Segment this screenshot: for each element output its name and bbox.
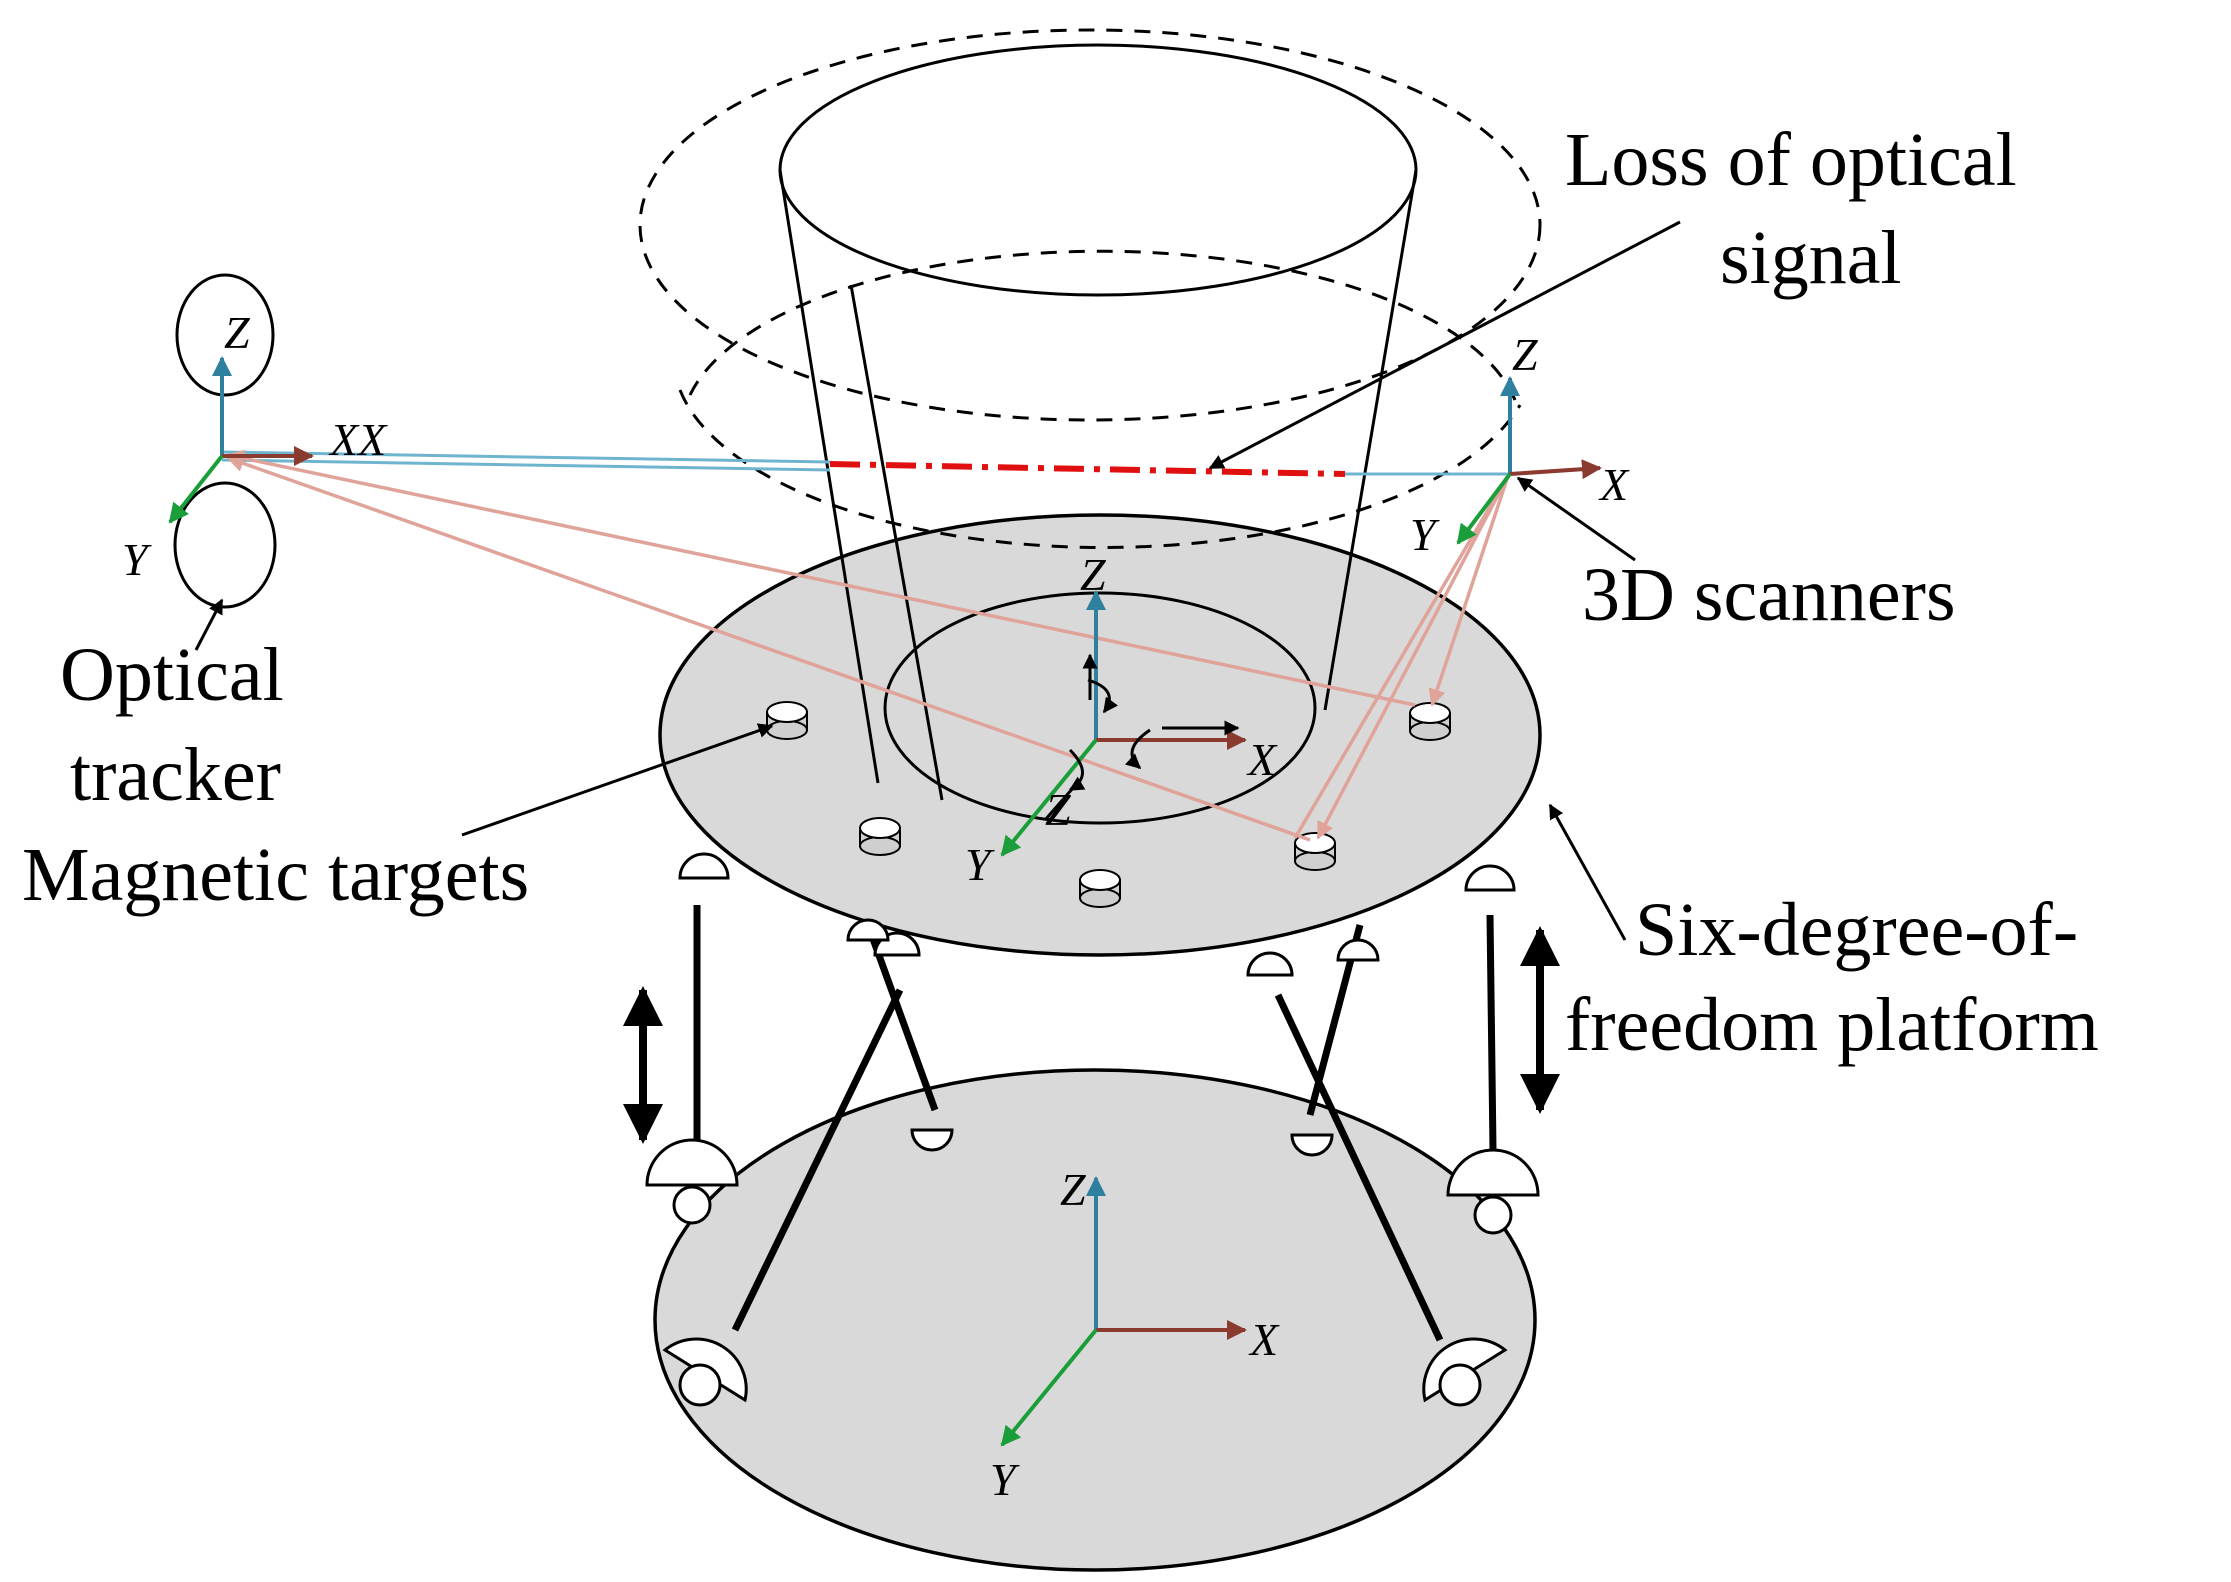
loss-signal-label-line2: signal <box>1720 216 1902 300</box>
scanner-frame <box>1456 376 1602 545</box>
scanners-label: 3D scanners <box>1582 553 1956 637</box>
target-2 <box>859 817 901 856</box>
signal-loss-line <box>829 461 1346 477</box>
targets-leader <box>461 723 774 837</box>
tracker-leader <box>194 598 224 651</box>
optical-tracker-body <box>173 273 277 609</box>
tracker-label-line1: Optical <box>60 633 284 717</box>
upper-x-label: X <box>1246 734 1278 785</box>
base-z-label: Z <box>1060 1164 1086 1215</box>
scanner-y-label: Y <box>1410 509 1440 560</box>
target-4 <box>1294 832 1336 871</box>
rotation-marks <box>1043 653 1240 821</box>
loss-signal-leader <box>1208 220 1681 470</box>
platform-label-line2: freedom platform <box>1565 983 2099 1067</box>
upper-z-label: Z <box>1080 549 1106 600</box>
tracker-frame <box>168 356 314 524</box>
tracker-y-label: Y <box>122 534 152 585</box>
upper-y-label: Y <box>965 839 995 890</box>
magnetic-targets <box>766 701 1451 908</box>
platform-label-line1: Six-degree-of- <box>1635 888 2078 972</box>
joints <box>645 852 1540 1407</box>
scanner-leader <box>1516 476 1636 562</box>
target-5 <box>1409 702 1451 741</box>
tracker-z-label: Z <box>224 307 250 358</box>
loss-signal-label-line1: Loss of optical <box>1565 118 2017 202</box>
platform-leader <box>1548 803 1627 941</box>
target-1 <box>766 701 808 740</box>
upper-z2-label: Z <box>1045 784 1071 835</box>
sight-line-cyan-2 <box>221 458 831 472</box>
scan-envelope <box>638 28 1542 549</box>
base-frame <box>1000 1176 1247 1447</box>
scanner-z-label: Z <box>1512 329 1538 380</box>
base-y-label: Y <box>990 1454 1020 1505</box>
tracker-label-line2: tracker <box>70 733 281 817</box>
scanner-x-label: X <box>1598 459 1630 510</box>
target-3 <box>1079 869 1121 908</box>
sight-line-cyan-1 <box>221 450 831 464</box>
magnetic-targets-label: Magnetic targets <box>22 833 529 917</box>
tracker-x-label: XX <box>328 414 388 465</box>
base-x-label: X <box>1248 1314 1280 1365</box>
